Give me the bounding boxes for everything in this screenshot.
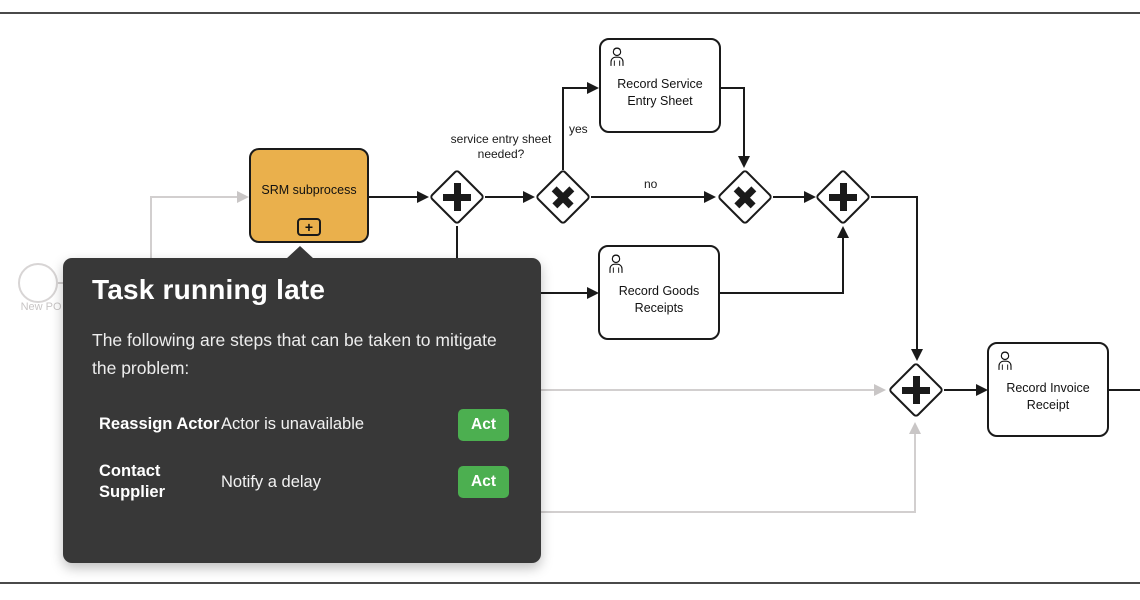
edge-g1-down — [456, 226, 458, 259]
top-divider — [0, 12, 1140, 14]
no-label: no — [644, 177, 658, 191]
condition-label: service entry sheet needed? — [450, 132, 552, 161]
task-record-service-entry-sheet[interactable]: Record Service Entry Sheet — [599, 38, 721, 133]
user-task-icon — [609, 46, 625, 72]
arrowhead-record-service — [587, 82, 599, 94]
edge-g3-g4 — [773, 196, 805, 198]
action-description: Notify a delay — [221, 472, 321, 491]
action-row-reassign-actor: Reassign Actor Actor is unavailable Act — [92, 408, 511, 441]
start-event-label: New PO re — [20, 301, 75, 313]
arrowhead-rir — [976, 384, 988, 396]
task-record-goods-receipts[interactable]: Record Goods Receipts — [598, 245, 720, 340]
start-event-circle[interactable] — [18, 263, 58, 303]
parallel-gateway-join-top-icon — [828, 182, 858, 212]
parallel-gateway-join-bottom-icon — [901, 375, 931, 405]
edge-rgr-v — [842, 238, 844, 294]
tooltip-title: Task running late — [92, 274, 326, 305]
arrowhead-g5-bottom — [909, 422, 921, 434]
action-name: Reassign Actor — [99, 414, 220, 433]
arrowhead-g3-top — [738, 156, 750, 168]
edge-no — [591, 196, 705, 198]
action-description: Actor is unavailable — [221, 415, 365, 434]
edge-rir-out — [1109, 389, 1140, 391]
tooltip-action-list: Reassign Actor Actor is unavailable Act … — [92, 408, 511, 504]
task-label: Record Goods Receipts — [618, 284, 700, 315]
arrowhead-rgr — [587, 287, 599, 299]
arrowhead-into-subprocess — [237, 191, 249, 203]
action-name: Contact Supplier — [99, 461, 166, 502]
edge-faded-bottom-v — [914, 434, 916, 512]
edge-start-h2 — [150, 196, 238, 198]
task-label: Record Invoice Receipt — [1006, 381, 1090, 412]
task-record-invoice-receipt[interactable]: Record Invoice Receipt — [987, 342, 1109, 437]
edge-srm-g1 — [369, 196, 418, 198]
srm-subprocess-label: SRM subprocess — [261, 182, 357, 197]
edge-rgr-h — [720, 292, 844, 294]
arrowhead-g4 — [804, 191, 816, 203]
arrowhead-g2 — [523, 191, 535, 203]
arrowhead-g3-left — [704, 191, 716, 203]
action-row-contact-supplier: Contact Supplier Notify a delay Act — [92, 461, 511, 504]
act-button-reassign-actor[interactable]: Act — [458, 408, 509, 441]
srm-subprocess-task[interactable]: SRM subprocess + — [249, 148, 369, 243]
arrowhead-g1 — [417, 191, 429, 203]
tooltip-pointer — [286, 246, 314, 259]
edge-g4-v — [916, 197, 918, 350]
edge-g1-g2 — [485, 196, 524, 198]
arrowhead-g5-left — [874, 384, 886, 396]
task-alert-tooltip: Task running late The following are step… — [63, 258, 541, 563]
collapsed-subprocess-icon[interactable]: + — [297, 218, 321, 236]
edge-yes-h — [562, 87, 588, 89]
edge-into-rgr — [541, 292, 588, 294]
edge-ses-h — [720, 87, 745, 89]
yes-label: yes — [569, 122, 588, 136]
arrowhead-g5-top — [911, 349, 923, 361]
user-task-icon — [997, 350, 1013, 376]
edge-ses-v — [743, 87, 745, 157]
edge-g4-h — [871, 196, 918, 198]
user-task-icon — [608, 253, 624, 279]
edge-faded-bottom-h — [540, 511, 916, 513]
edge-start-v — [150, 197, 152, 283]
parallel-gateway-icon — [442, 182, 472, 212]
edge-faded-left-g5 — [540, 389, 875, 391]
bottom-divider — [0, 582, 1140, 584]
arrowhead-g4-bottom — [837, 226, 849, 238]
act-button-contact-supplier[interactable]: Act — [458, 466, 509, 499]
edge-g5-rir — [944, 389, 977, 391]
task-label: Record Service Entry Sheet — [617, 77, 703, 108]
edge-yes-v — [562, 88, 564, 170]
tooltip-description: The following are steps that can be take… — [92, 330, 497, 379]
